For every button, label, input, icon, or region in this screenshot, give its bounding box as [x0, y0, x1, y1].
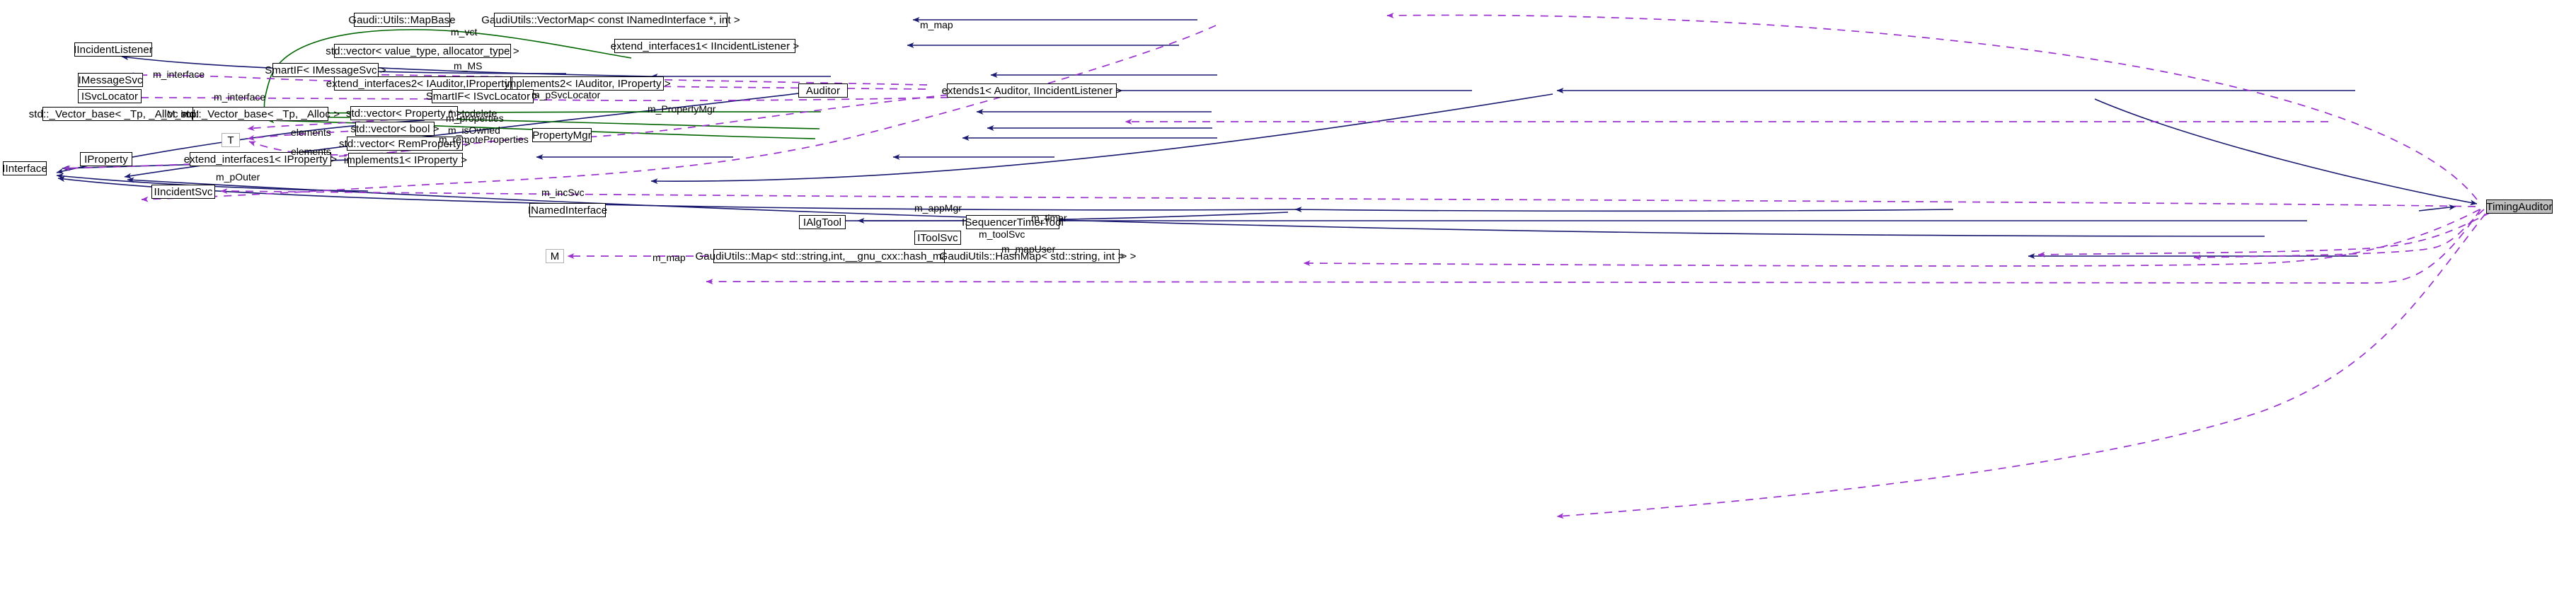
edge-label: m_map — [652, 252, 686, 263]
edge-label: m_pSvcLocator — [531, 89, 601, 100]
edge-label: m_toolSvc — [979, 229, 1025, 240]
class-node[interactable]: INamedInterface — [527, 203, 608, 217]
class-node[interactable]: IInterface — [2, 161, 47, 175]
class-node[interactable]: extend_interfaces1< IIncidentListener > — [610, 39, 800, 53]
class-node[interactable]: SmartIF< ISvcLocator > — [425, 89, 540, 103]
edge-label: m_interface — [214, 91, 266, 103]
class-node[interactable]: IProperty — [80, 152, 132, 166]
class-node[interactable]: ISvcLocator — [78, 89, 142, 103]
class-node[interactable]: IToolSvc — [914, 231, 961, 245]
class-node[interactable]: extends1< Auditor, IIncidentListener > — [941, 83, 1122, 98]
class-node[interactable]: implements2< IAuditor, IProperty > — [505, 76, 671, 91]
edge-label: m_map — [920, 19, 953, 30]
class-node[interactable]: M — [546, 249, 564, 263]
class-node[interactable]: std::_Vector_base< _Tp, _Alloc > — [180, 107, 340, 121]
class-node[interactable]: implements1< IProperty > — [343, 153, 468, 167]
class-node[interactable]: Gaudi::Utils::MapBase — [348, 13, 456, 27]
edge-label: m_PropertyMgr — [648, 103, 716, 115]
edge-label: m_remoteProperties — [439, 134, 529, 145]
class-node[interactable]: IIncidentListener — [74, 42, 153, 57]
class-node[interactable]: SmartIF< IMessageSvc > — [265, 63, 386, 77]
edge-label: m_appMgr — [914, 202, 962, 214]
class-node[interactable]: extend_interfaces2< IAuditor,IProperty > — [326, 76, 519, 91]
edge-label: m_properties — [446, 112, 504, 124]
edge-label: m_pOuter — [216, 171, 260, 183]
edge-label: m_vct — [451, 26, 478, 37]
class-node[interactable]: GaudiUtils::VectorMap< const INamedInter… — [481, 13, 740, 27]
edge-label: m_interface — [153, 69, 205, 80]
edge-label: elements — [291, 146, 331, 157]
class-node[interactable]: TimingAuditor — [2486, 200, 2553, 214]
class-node[interactable]: IIncidentSvc — [151, 185, 215, 199]
class-node[interactable]: PropertyMgr — [532, 128, 592, 142]
class-node[interactable]: std::vector< value_type, allocator_type … — [326, 44, 519, 58]
edge-label: m_mapUser — [1001, 243, 1056, 255]
class-node[interactable]: T — [222, 133, 240, 147]
edge-label: m_incSvc — [541, 187, 585, 198]
class-node[interactable]: std::vector< bool > — [350, 122, 439, 136]
edge-label: _M_impl — [161, 108, 199, 120]
edge-label: elements — [291, 127, 331, 138]
class-node[interactable]: IMessageSvc — [78, 73, 143, 87]
edge-label: m_timer — [1031, 212, 1067, 224]
class-node[interactable]: std::vector< Property * > — [345, 106, 463, 120]
edge-label: m_MS — [454, 60, 483, 71]
class-node[interactable]: Auditor — [798, 83, 848, 98]
class-node[interactable]: IAlgTool — [799, 215, 846, 229]
